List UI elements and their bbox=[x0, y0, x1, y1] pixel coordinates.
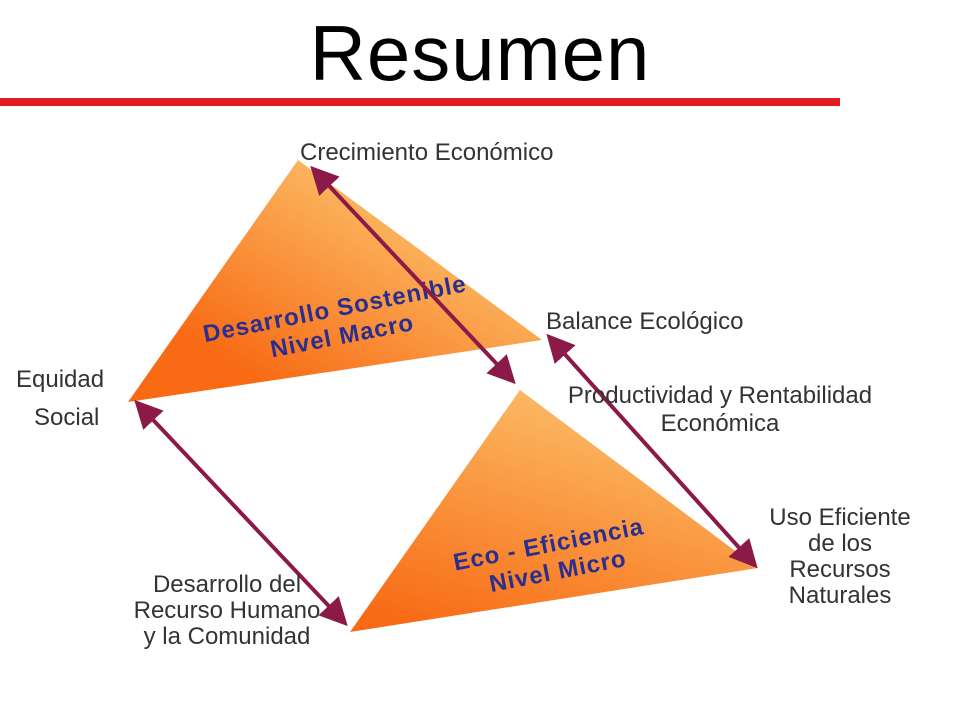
macro-triangle bbox=[128, 160, 542, 402]
label-uso-eficiente-recursos: Uso Eficiente de los Recursos Naturales bbox=[769, 504, 911, 609]
arrow-crecimiento-productividad bbox=[310, 165, 516, 385]
label-balance-ecologico: Balance Ecológico bbox=[546, 308, 744, 335]
page-title: Resumen bbox=[309, 9, 651, 97]
title-underline bbox=[0, 98, 840, 106]
arrow-equidad-desarrollo bbox=[134, 399, 348, 627]
label-equidad-social: Equidad Social bbox=[16, 366, 105, 431]
label-crecimiento-economico: Crecimiento Económico bbox=[300, 139, 554, 166]
arrow-balance-uso bbox=[546, 333, 758, 569]
label-desarrollo-recurso-humano: Desarrollo del Recurso Humano y la Comun… bbox=[133, 571, 321, 650]
label-productividad-rentabilidad: Productividad y Rentabilidad Económica bbox=[567, 382, 873, 437]
